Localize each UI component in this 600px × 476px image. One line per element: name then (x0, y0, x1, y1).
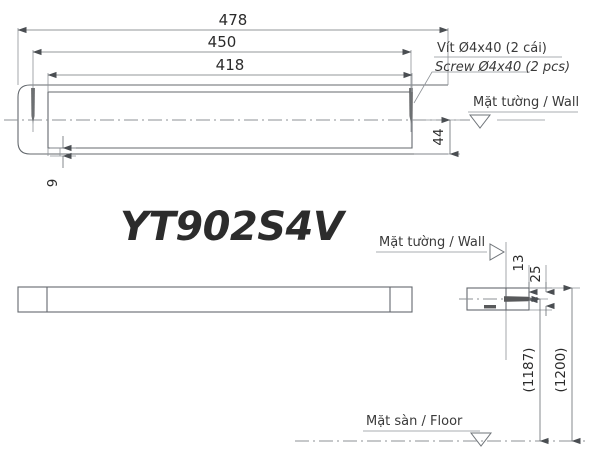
dimension-418: 418 (47, 56, 413, 79)
dimension-25-label: 25 (528, 265, 544, 282)
screw-note-en: Screw Ø4x40 (2 pcs) (435, 60, 570, 75)
dimension-9-label: 9 (45, 179, 61, 188)
wall-triangle-top-icon (468, 114, 492, 129)
elevation-bar-outline (17, 286, 413, 313)
dimension-450-label: 450 (208, 33, 237, 51)
dimension-13-label: 13 (511, 254, 527, 271)
top-view-group: 478 450 418 9 (4, 11, 579, 187)
dimension-418-label: 418 (216, 56, 245, 74)
dimension-1187-label: (1187) (521, 348, 537, 393)
screw-note-vi: Vít Ø4x40 (2 cái) (437, 41, 547, 56)
wall-label-elevation-text: Mặt tường / Wall (379, 235, 485, 250)
wall-label-top-text: Mặt tường / Wall (473, 95, 579, 110)
wall-label-top: Mặt tường / Wall (468, 95, 579, 129)
dimension-1187: (1187) (521, 295, 549, 445)
dimension-1200-label: (1200) (553, 348, 569, 393)
screw-right (409, 86, 413, 132)
dimension-478: 478 (17, 11, 449, 34)
floor-label-text: Mặt sàn / Floor (366, 414, 463, 429)
dimension-478-label: 478 (219, 11, 248, 29)
body-outer-outline (17, 84, 448, 155)
floor-triangle-icon (469, 432, 493, 447)
body-inner-plate (47, 91, 413, 149)
floor-label-group: Mặt sàn / Floor (295, 414, 585, 447)
dimension-450: 450 (32, 33, 412, 56)
wall-triangle-elevation-icon (489, 243, 506, 261)
right-detail-group: Mặt tường / Wall Mặt sàn / Floor 13 (295, 235, 585, 447)
elevation-bar-group (17, 286, 413, 313)
screw-detail-horizontal (504, 296, 534, 302)
page-title: YT902S4V (120, 204, 347, 250)
dimension-1200: (1200) (529, 284, 581, 445)
dimension-9: 9 (45, 136, 76, 187)
screw-left (31, 86, 35, 132)
wall-label-elevation: Mặt tường / Wall (376, 235, 506, 261)
dimension-13: 13 (511, 254, 538, 309)
dimension-44-label: 44 (431, 128, 447, 145)
anchor-mark (484, 305, 496, 309)
dimension-44: 44 (414, 116, 460, 158)
screw-note: Vít Ø4x40 (2 cái) Screw Ø4x40 (2 pcs) (434, 41, 570, 75)
screw-note-leader (413, 71, 530, 104)
left-step-detail (47, 148, 61, 156)
